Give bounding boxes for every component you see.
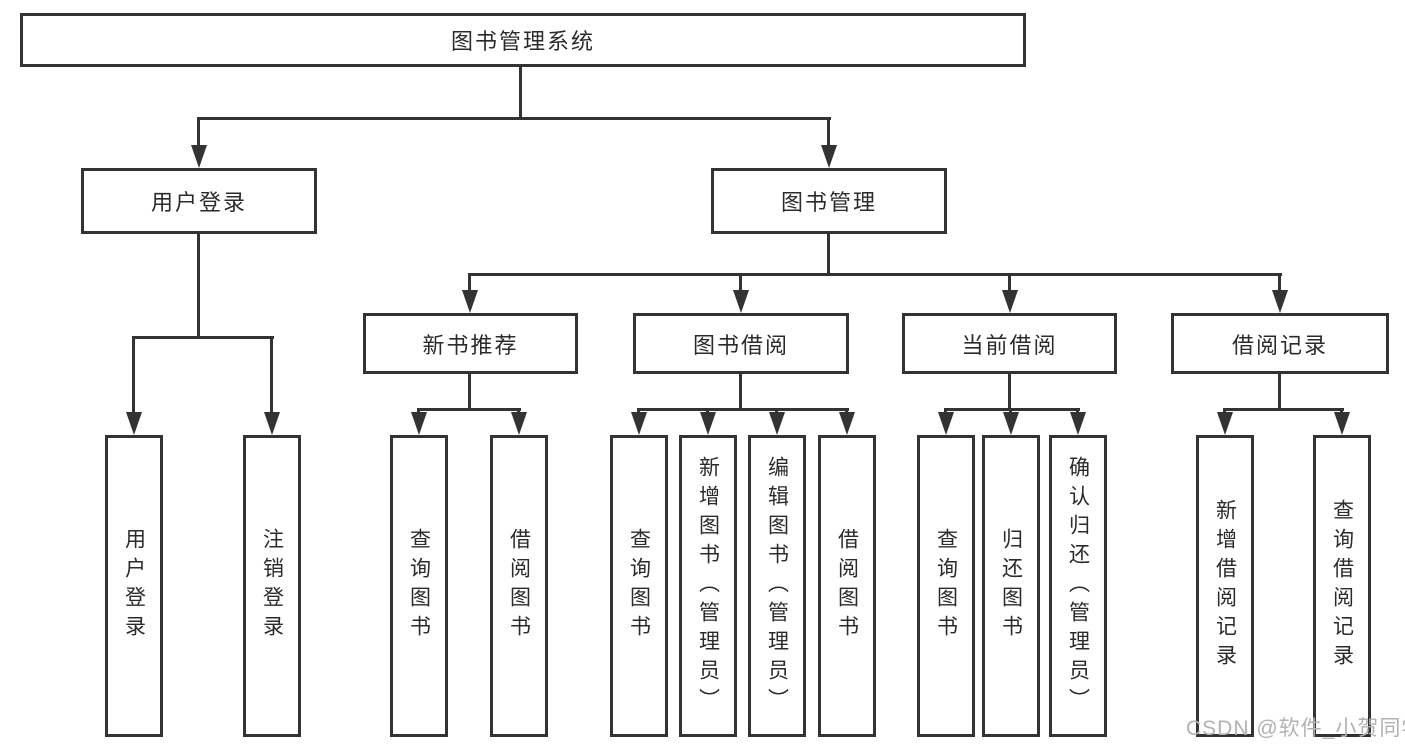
leaf-query-books: 查询图书: [390, 435, 448, 737]
node-library-system: 图书管理系统: [20, 13, 1026, 67]
connector-module-hbar: [637, 408, 849, 411]
connector-module-stem: [468, 374, 471, 411]
node-borrowing-records: 借阅记录: [1171, 313, 1389, 374]
connector-module-hbar: [1223, 408, 1344, 411]
leaf-query-borrow-record: 查询借阅记录: [1313, 435, 1371, 737]
connector-leaf-drop: [270, 336, 273, 416]
connector-root-hbar: [197, 117, 831, 120]
csdn-watermark: CSDN @软件_小贺同学: [1186, 717, 1405, 740]
leaf-borrow-books: 借阅图书: [818, 435, 876, 737]
arrowhead-down: [733, 290, 749, 313]
connector-book-mgmt-hbar: [468, 273, 1282, 276]
connector-book-mgmt-drop: [827, 117, 830, 148]
arrowhead-down: [411, 412, 427, 435]
leaf-add-books-admin: 新增图书（管理员）: [679, 435, 737, 737]
connector-user-login-hbar: [132, 336, 274, 339]
leaf-confirm-return-admin: 确认归还（管理员）: [1049, 435, 1107, 737]
node-book-borrowing: 图书借阅: [633, 313, 849, 374]
connector-module-stem: [739, 374, 742, 411]
connector-module-drop: [1008, 273, 1011, 294]
connector-module-drop: [1278, 273, 1281, 294]
leaf-return-books: 归还图书: [982, 435, 1040, 737]
arrowhead-down: [264, 412, 280, 435]
arrowhead-down: [631, 412, 647, 435]
connector-module-hbar: [417, 408, 521, 411]
arrowhead-down: [126, 412, 142, 435]
leaf-user-login: 用户登录: [105, 435, 163, 737]
arrowhead-down: [1272, 290, 1288, 313]
arrowhead-down: [1002, 290, 1018, 313]
connector-user-login-drop: [197, 117, 200, 148]
arrowhead-down: [191, 145, 207, 168]
arrowhead-down: [938, 412, 954, 435]
arrowhead-down: [1334, 412, 1350, 435]
leaf-add-borrow-record: 新增借阅记录: [1196, 435, 1254, 737]
connector-module-stem: [1278, 374, 1281, 411]
arrowhead-down: [1217, 412, 1233, 435]
connector-module-drop: [739, 273, 742, 294]
connector-leaf-drop: [132, 336, 135, 416]
arrowhead-down: [700, 412, 716, 435]
leaf-logout-login: 注销登录: [243, 435, 301, 737]
connector-user-login-stem: [197, 234, 200, 339]
connector-module-drop: [468, 273, 471, 294]
arrowhead-down: [821, 145, 837, 168]
leaf-borrow-books: 借阅图书: [490, 435, 548, 737]
node-new-book-recommendation: 新书推荐: [363, 313, 578, 374]
arrowhead-down: [462, 290, 478, 313]
arrowhead-down: [839, 412, 855, 435]
node-current-borrowing: 当前借阅: [902, 313, 1117, 374]
arrowhead-down: [1070, 412, 1086, 435]
arrowhead-down: [769, 412, 785, 435]
connector-module-stem: [1008, 374, 1011, 411]
leaf-edit-books-admin: 编辑图书（管理员）: [748, 435, 806, 737]
connector-root-stem: [519, 67, 522, 119]
node-book-management-branch: 图书管理: [711, 168, 947, 234]
connector-book-mgmt-stem: [827, 234, 830, 276]
node-user-login-branch: 用户登录: [81, 168, 317, 234]
connector-module-hbar: [944, 408, 1080, 411]
leaf-query-books: 查询图书: [917, 435, 975, 737]
leaf-query-books: 查询图书: [610, 435, 668, 737]
arrowhead-down: [1003, 412, 1019, 435]
arrowhead-down: [511, 412, 527, 435]
